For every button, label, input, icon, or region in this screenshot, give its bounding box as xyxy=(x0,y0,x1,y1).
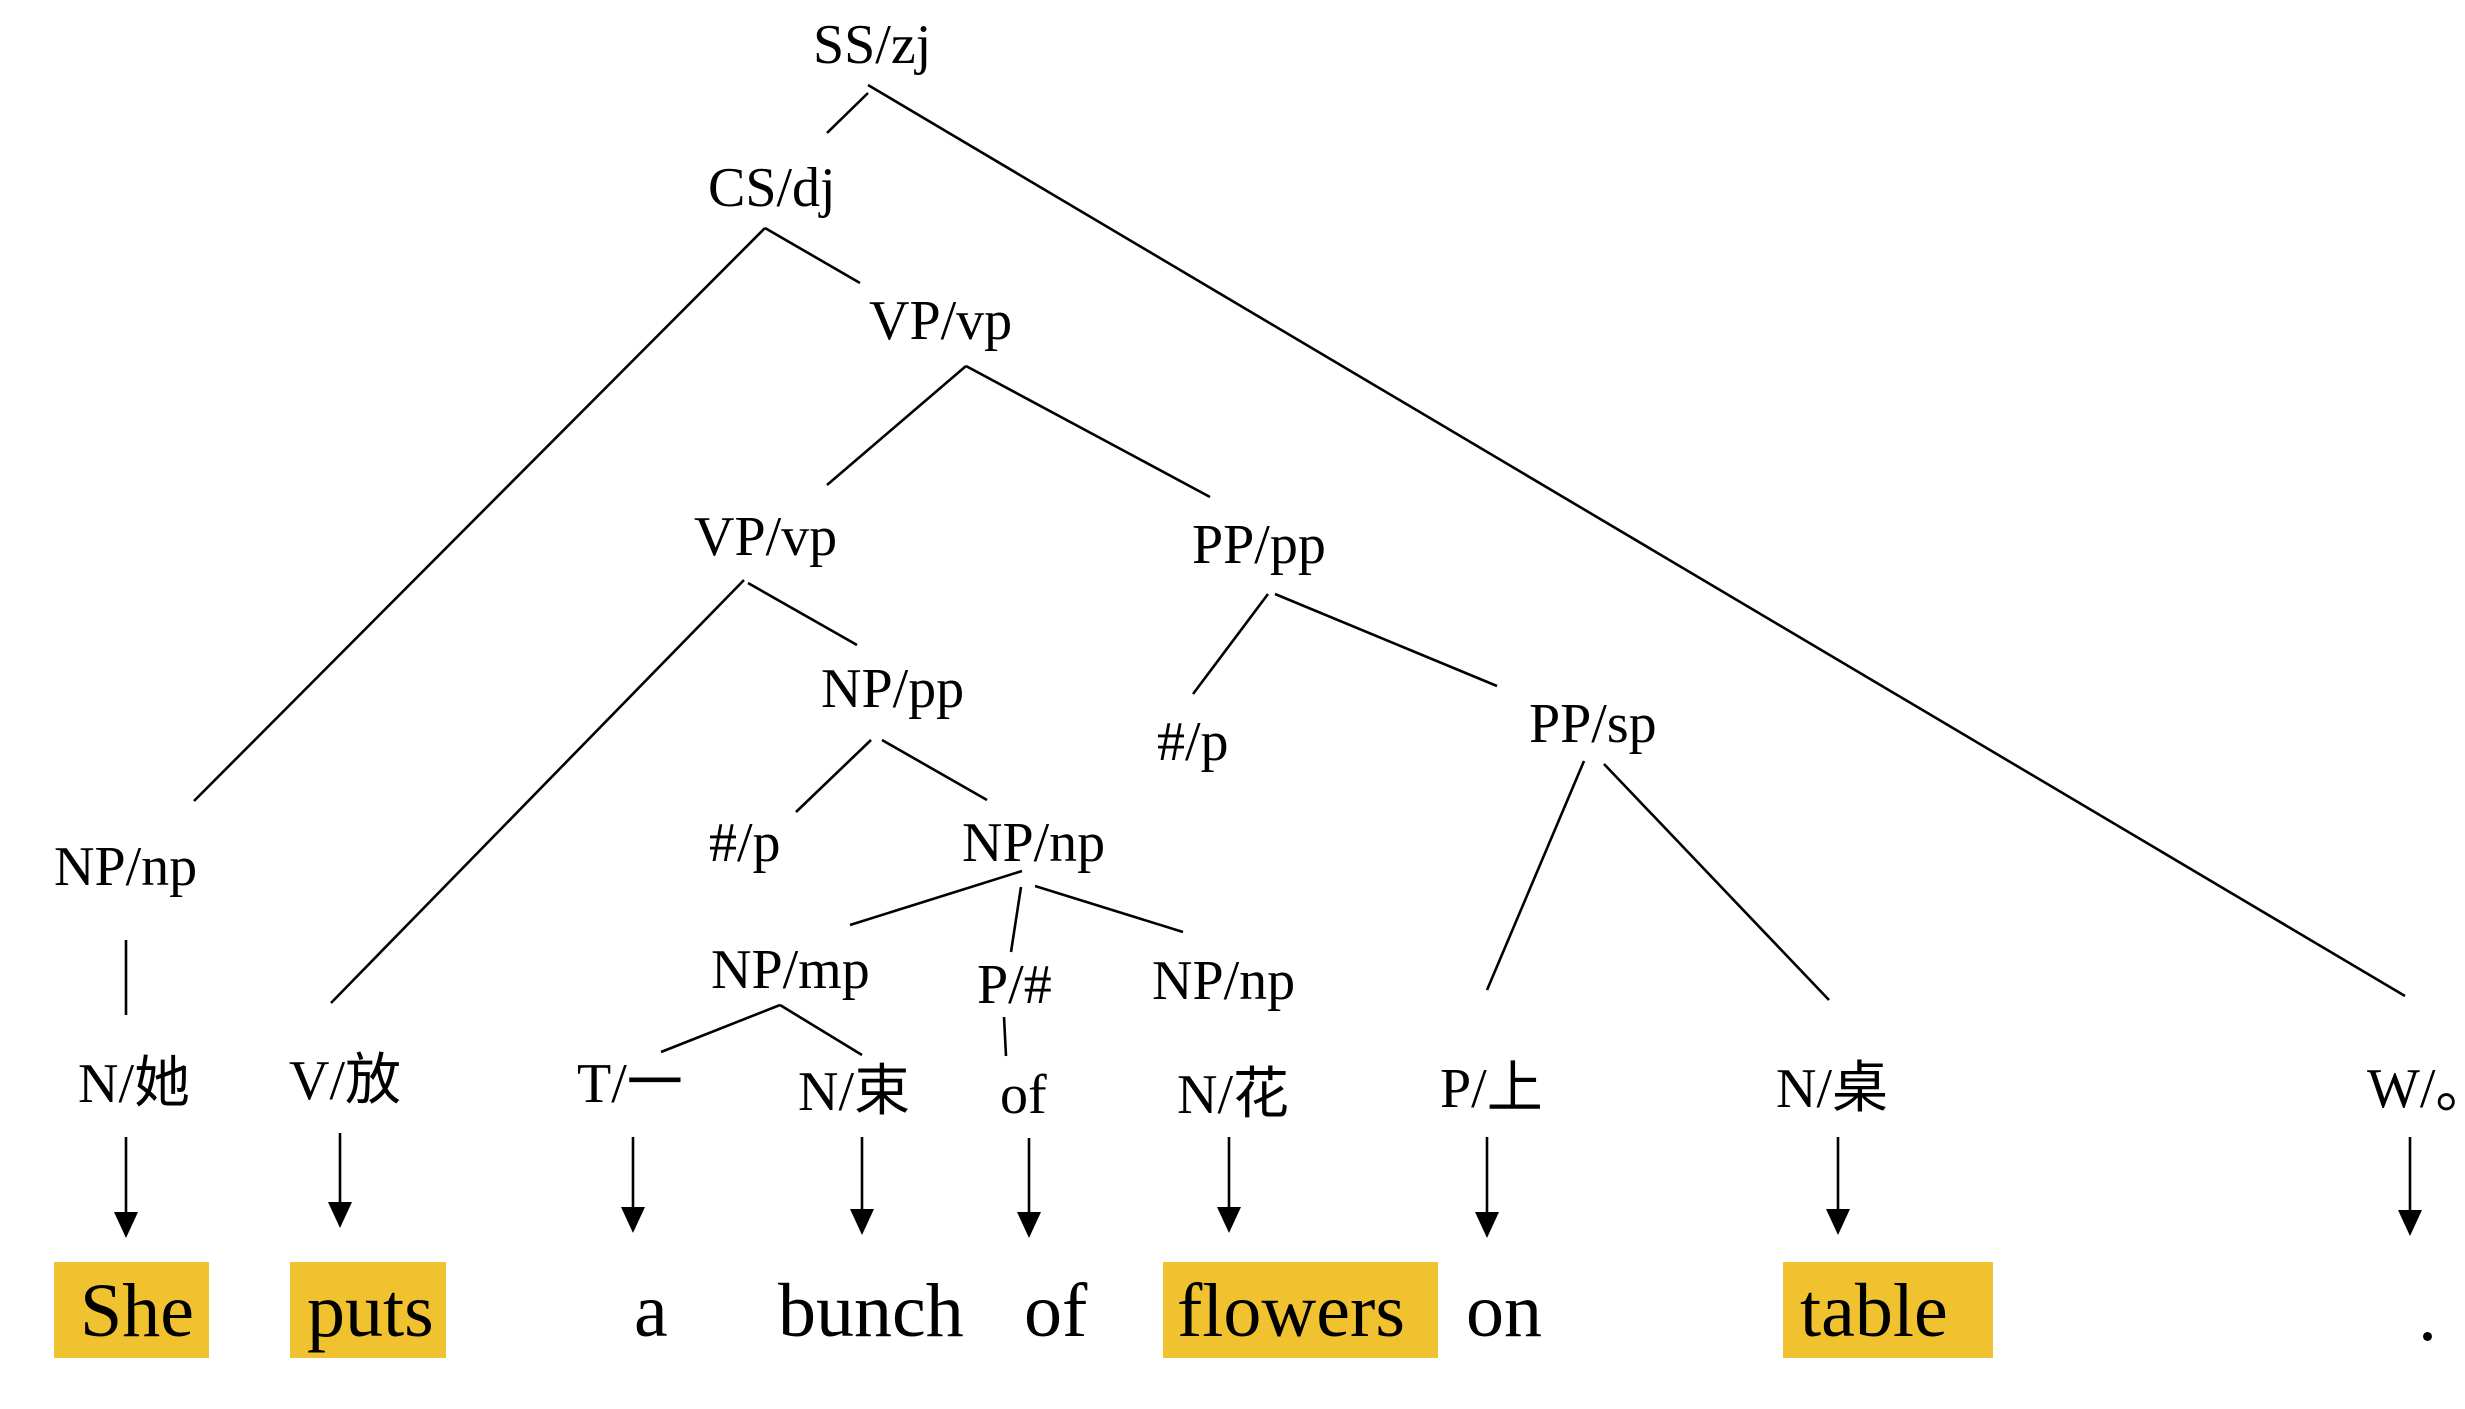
tree-edges xyxy=(124,83,2406,1057)
word-table: table xyxy=(1800,1269,1948,1353)
node-cs-dj: CS/dj xyxy=(708,157,836,219)
arrow-period xyxy=(2398,1137,2422,1236)
node-vp-vp-inner: VP/vp xyxy=(694,506,837,568)
arrow-puts xyxy=(328,1133,352,1228)
word-flowers: flowers xyxy=(1177,1269,1405,1353)
arrow-table xyxy=(1826,1137,1850,1235)
edge-pp-ppsp xyxy=(1274,592,1498,688)
arrow-bunch xyxy=(850,1137,874,1235)
node-labels: SS/zj CS/dj VP/vp VP/vp PP/pp NP/pp #/p … xyxy=(54,14,1657,1016)
arrow-she xyxy=(114,1137,138,1238)
edge-ppsp-p xyxy=(1485,760,1586,991)
word-a: a xyxy=(634,1269,668,1353)
edge-cs-vp xyxy=(764,226,861,285)
word-bunch: bunch xyxy=(778,1269,964,1353)
node-np-np-mid: NP/np xyxy=(962,812,1105,874)
highlight-she xyxy=(54,1262,209,1358)
preterminal-labels: N/她 V/放 T/一 N/束 of N/花 P/上 N/桌 W/。 xyxy=(78,1050,2465,1126)
word-of: of xyxy=(1024,1269,1088,1353)
arrow-flowers xyxy=(1217,1137,1241,1233)
node-np-mp: NP/mp xyxy=(711,939,870,1001)
edge-cs-np xyxy=(193,227,766,802)
word-highlights xyxy=(54,1262,1993,1358)
edge-p-of xyxy=(1002,1016,1008,1057)
preterminal-n-zhuo: N/桌 xyxy=(1776,1058,1888,1120)
preterminal-t-yi: T/一 xyxy=(577,1053,683,1115)
edge-vp-pp xyxy=(965,364,1211,499)
edge-npnp-p xyxy=(1009,886,1023,953)
edge-npmp-n xyxy=(779,1003,863,1057)
node-np-np-left: NP/np xyxy=(54,836,197,898)
edge-npmp-t xyxy=(660,1003,781,1054)
highlight-flowers xyxy=(1163,1262,1438,1358)
preterminal-of: of xyxy=(1000,1064,1047,1126)
preterminal-n-hua: N/花 xyxy=(1177,1064,1289,1126)
word-period: . xyxy=(2418,1273,2437,1357)
word-puts: puts xyxy=(307,1269,434,1353)
terminal-words: She puts a bunch of flowers on table . xyxy=(80,1269,2437,1357)
preterminal-n-shu: N/束 xyxy=(798,1061,910,1123)
edge-vpinner-v xyxy=(330,579,745,1004)
node-hash-p-right: #/p xyxy=(1157,711,1229,773)
node-vp-vp-top: VP/vp xyxy=(869,290,1012,352)
edge-nppp-npnp xyxy=(881,738,988,802)
edge-npnp-npmp xyxy=(849,869,1023,927)
preterminal-n-ta: N/她 xyxy=(78,1053,190,1115)
preterminal-p-shang: P/上 xyxy=(1440,1058,1543,1120)
preterminal-v-fang: V/放 xyxy=(289,1050,401,1112)
edge-nppp-hash xyxy=(795,739,872,813)
edge-ppsp-n xyxy=(1603,763,1830,1001)
arrow-on xyxy=(1475,1137,1499,1238)
node-pp-sp: PP/sp xyxy=(1529,693,1657,755)
terminal-arrows xyxy=(114,1133,2422,1238)
node-pp-pp: PP/pp xyxy=(1192,514,1326,576)
word-she: She xyxy=(80,1269,194,1353)
word-on: on xyxy=(1466,1269,1542,1353)
node-p-hash: P/# xyxy=(977,954,1052,1016)
edge-vp-vp xyxy=(826,365,967,486)
edge-ss-w xyxy=(867,83,2406,998)
node-hash-p-left: #/p xyxy=(709,812,781,874)
edge-pp-hash xyxy=(1191,593,1270,695)
edge-ss-cs xyxy=(826,92,869,134)
node-ss-zj: SS/zj xyxy=(813,14,931,76)
edge-npnp-npnp xyxy=(1034,884,1184,934)
arrow-of xyxy=(1017,1138,1041,1238)
arrow-a xyxy=(621,1137,645,1233)
node-np-np-flowers: NP/np xyxy=(1152,950,1295,1012)
edge-vpinner-nppp xyxy=(747,581,858,647)
highlight-puts xyxy=(290,1262,446,1358)
node-np-pp: NP/pp xyxy=(821,658,964,720)
highlight-table xyxy=(1783,1262,1993,1358)
preterminal-w-period: W/。 xyxy=(2367,1058,2465,1120)
